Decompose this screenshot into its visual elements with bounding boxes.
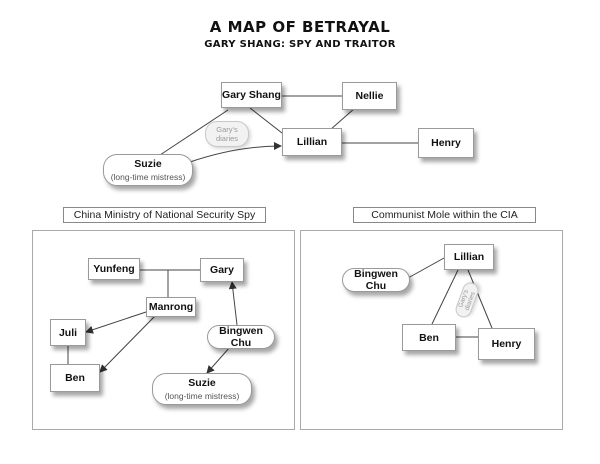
edge-garyshang-suzie	[159, 109, 229, 156]
node-bingwen-chu-left: Bingwen Chu	[207, 325, 275, 349]
node-henry: Henry	[418, 128, 474, 158]
node-manrong: Manrong	[146, 297, 196, 317]
node-lillian: Lillian	[282, 128, 342, 156]
cia-mole-panel	[300, 230, 563, 430]
edge-manrong-juli	[85, 311, 147, 334]
node-henry-right: Henry	[478, 328, 535, 360]
node-suzie: Suzie (long-time mistress)	[103, 154, 193, 186]
page-subtitle: GARY SHANG: SPY AND TRAITOR	[204, 39, 396, 50]
node-lillian-right: Lillian	[444, 244, 494, 270]
node-gary-shang: Gary Shang	[221, 82, 282, 108]
edge-lillian-henry-right	[467, 269, 493, 329]
mss-spy-panel	[32, 230, 295, 430]
page-title: A MAP OF BETRAYAL	[209, 18, 391, 36]
gary-diaries-note: Gary's diaries	[205, 121, 249, 147]
node-bingwen-chu-right: Bingwen Chu	[342, 268, 410, 292]
node-suzie-left: Suzie (long-time mistress)	[152, 373, 252, 405]
suzie-note: (long-time mistress)	[110, 172, 186, 182]
edge-bingwenchu-gary-arrow	[228, 281, 238, 326]
edge-nellie-lillian	[329, 107, 356, 131]
node-gary: Gary	[200, 258, 244, 282]
edge-garyshang-lillian	[249, 107, 283, 134]
edge-suzie-lillian-arrow	[189, 142, 282, 163]
node-ben-left: Ben	[50, 364, 100, 392]
node-juli: Juli	[50, 319, 86, 346]
node-yunfeng: Yunfeng	[88, 258, 140, 280]
mss-spy-panel-label: China Ministry of National Security Spy	[63, 207, 266, 223]
node-ben-right: Ben	[402, 324, 456, 351]
node-nellie: Nellie	[342, 82, 397, 110]
cia-mole-panel-label: Communist Mole within the CIA	[353, 207, 536, 223]
edge-bingwenchu-lillian	[407, 257, 445, 279]
edge-manrong-ben	[99, 314, 157, 373]
edge-bingwenchu-suzie-arrow	[206, 346, 231, 374]
suzie-left-note: (long-time mistress)	[164, 391, 240, 401]
edge-lillian-ben	[431, 269, 459, 325]
